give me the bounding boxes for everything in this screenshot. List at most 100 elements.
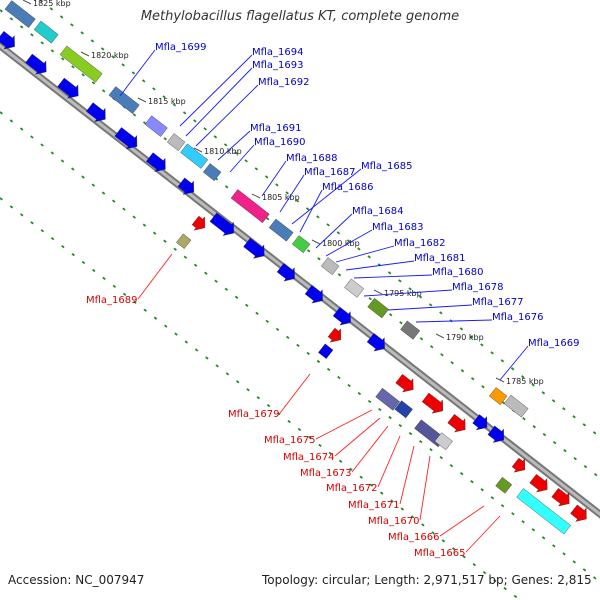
gene-box xyxy=(166,133,186,152)
leader-line xyxy=(315,409,373,440)
leader-line xyxy=(217,130,251,161)
gene-box xyxy=(375,387,401,411)
ruler-tick-label: 1805 kbp xyxy=(262,193,300,202)
leader-line xyxy=(351,425,389,473)
gene-label: Mfla_1669 xyxy=(528,338,580,349)
leader-line xyxy=(299,189,323,233)
gene-label: Mfla_1679 xyxy=(228,409,280,420)
leader-line xyxy=(119,49,156,97)
gene-box xyxy=(176,233,192,249)
leader-line xyxy=(279,373,311,414)
gene-arrow xyxy=(570,504,587,522)
ruler-tick-mark xyxy=(311,239,321,245)
gene-box xyxy=(394,400,413,419)
leader-line xyxy=(377,435,401,488)
gene-box xyxy=(320,257,340,276)
ruler-tick-mark xyxy=(137,97,147,103)
gene-arrow xyxy=(395,373,414,393)
gene-box xyxy=(4,0,36,28)
gene-box xyxy=(202,163,222,182)
leader-line xyxy=(363,289,453,297)
gene-arrow xyxy=(366,333,385,352)
gene-features xyxy=(0,0,587,535)
leader-line xyxy=(229,144,255,173)
ruler-tick-label: 1790 kbp xyxy=(446,333,484,342)
ruler-tick-mark xyxy=(251,193,261,199)
gene-box xyxy=(144,115,168,137)
gene-box xyxy=(291,235,311,254)
gene-box xyxy=(488,387,508,406)
accession-text: Accession: NC_007947 xyxy=(8,573,145,587)
gene-label: Mfla_1688 xyxy=(286,153,338,164)
gene-box xyxy=(400,320,421,340)
ruler-tick-label: 1800 kbp xyxy=(322,239,360,248)
leader-line xyxy=(279,174,305,213)
backbone-line xyxy=(0,41,600,519)
gene-arrow xyxy=(25,53,47,75)
gene-label: Mfla_1672 xyxy=(326,483,378,494)
ruler-tick-mark xyxy=(435,333,445,339)
gene-label: Mfla_1694 xyxy=(252,47,304,58)
gene-arrow xyxy=(0,31,15,50)
leader-line xyxy=(195,84,259,147)
gene-box xyxy=(33,20,59,44)
gene-label: Mfla_1674 xyxy=(283,452,335,463)
gene-label: Mfla_1680 xyxy=(432,267,484,278)
gene-box xyxy=(180,143,209,169)
gene-label: Mfla_1677 xyxy=(472,297,524,308)
ruler-tick-label: 1810 kbp xyxy=(204,147,242,156)
leader-line xyxy=(415,319,493,323)
gene-arrow xyxy=(551,487,570,507)
gene-label: Mfla_1687 xyxy=(304,167,356,178)
gene-box xyxy=(318,343,334,359)
gene-arrow xyxy=(145,152,166,173)
gene-arrow xyxy=(487,425,505,443)
gene-arrow xyxy=(85,102,106,123)
gene-label: Mfla_1676 xyxy=(492,312,544,323)
gene-box xyxy=(59,45,103,83)
gene-label: Mfla_1684 xyxy=(352,206,404,217)
gene-label: Mfla_1673 xyxy=(300,468,352,479)
gene-label: Mfla_1675 xyxy=(264,435,316,446)
gene-arrow xyxy=(191,215,206,231)
gene-label: Mfla_1682 xyxy=(394,238,446,249)
ruler-tick-label: 1785 kbp xyxy=(506,377,544,386)
leader-line xyxy=(345,260,415,271)
leader-line xyxy=(185,67,253,137)
gene-arrow xyxy=(209,212,234,236)
leader-line xyxy=(325,229,373,257)
leader-line xyxy=(291,168,362,225)
ruler-tick-mark xyxy=(373,289,383,295)
gene-label: Mfla_1691 xyxy=(250,123,302,134)
gene-arrow xyxy=(276,263,295,282)
gene-label: Mfla_1666 xyxy=(388,532,440,543)
gene-label: Mfla_1678 xyxy=(452,282,504,293)
gene-arrow xyxy=(57,77,79,99)
ruler-tick-label: 1825 kbp xyxy=(33,0,71,8)
ruler-tick-label: 1820 kbp xyxy=(91,51,129,60)
leader-line xyxy=(353,274,433,279)
gene-arrow xyxy=(243,237,265,259)
gene-label: Mfla_1689 xyxy=(86,295,138,306)
leader-line xyxy=(334,417,381,457)
leader-line xyxy=(137,253,173,300)
label-leader-lines xyxy=(119,49,529,553)
gene-arrow xyxy=(511,457,526,473)
leader-line xyxy=(261,160,287,197)
gene-arrow xyxy=(327,327,342,343)
gene-box xyxy=(434,432,453,451)
leader-line xyxy=(499,345,529,381)
gene-box xyxy=(268,218,294,242)
ruler-tick-label: 1815 kbp xyxy=(148,97,186,106)
gene-label: Mfla_1665 xyxy=(414,548,466,559)
gene-box xyxy=(230,189,270,224)
leader-line xyxy=(387,304,473,311)
gene-label: Mfla_1690 xyxy=(254,137,306,148)
gene-label: Mfla_1681 xyxy=(414,253,466,264)
gene-box xyxy=(367,297,389,319)
gene-label: Mfla_1683 xyxy=(372,222,424,233)
gene-label: Mfla_1693 xyxy=(252,60,304,71)
gene-label: Mfla_1670 xyxy=(368,516,420,527)
